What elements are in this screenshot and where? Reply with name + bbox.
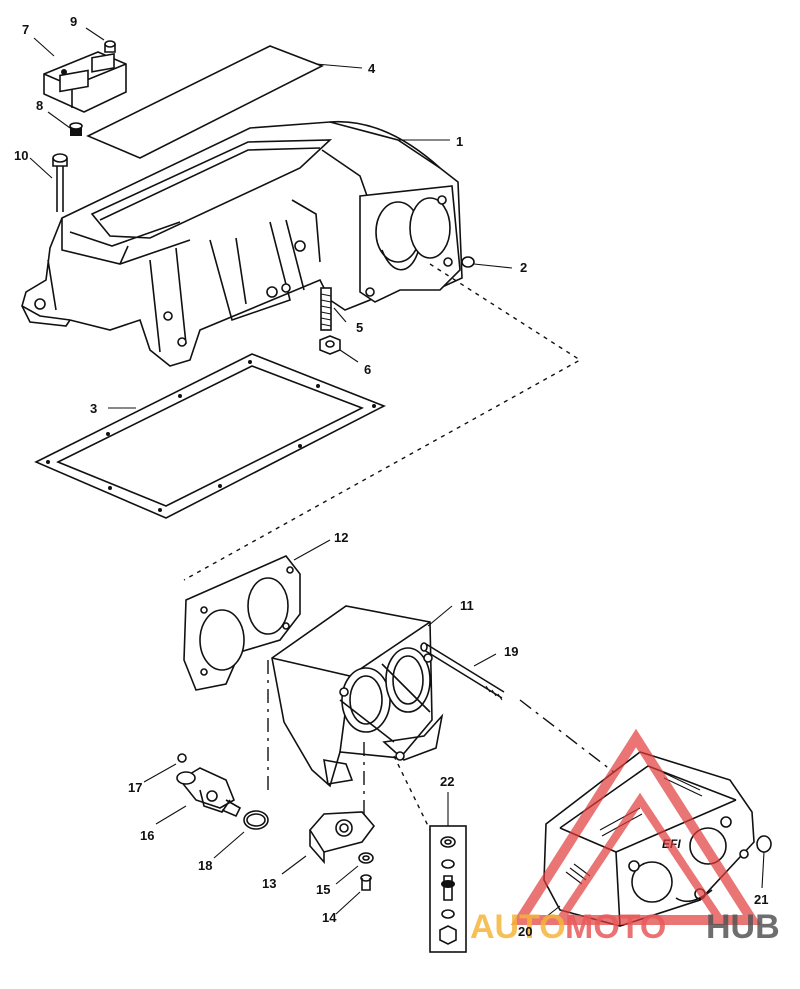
gasket-lower xyxy=(34,353,386,519)
callout-22: 22 xyxy=(440,774,454,789)
leader-13 xyxy=(281,855,307,875)
leader-21 xyxy=(761,851,765,889)
throttle-body xyxy=(271,605,444,788)
callout-2: 2 xyxy=(520,260,527,275)
callout-6: 6 xyxy=(364,362,371,377)
throttle-gasket xyxy=(183,555,301,691)
alignment-line-hardware xyxy=(393,755,433,835)
callout-21: 21 xyxy=(754,892,768,907)
leader-7 xyxy=(33,37,55,57)
map-sensor xyxy=(43,51,127,113)
leader-17 xyxy=(143,763,177,783)
stud-5 xyxy=(320,287,332,331)
leader-19 xyxy=(473,653,497,667)
callout-11: 11 xyxy=(460,598,474,613)
screw-17 xyxy=(177,753,187,763)
callout-13: 13 xyxy=(262,876,276,891)
grommet-8 xyxy=(69,122,83,136)
callout-8: 8 xyxy=(36,98,43,113)
callout-3: 3 xyxy=(90,401,97,416)
plenum-housing xyxy=(21,120,463,367)
bolt-10 xyxy=(52,153,68,212)
callout-4: 4 xyxy=(368,61,376,76)
nut-21 xyxy=(756,835,772,853)
screw-14 xyxy=(360,874,372,891)
leader-18 xyxy=(213,831,245,859)
leader-15 xyxy=(335,865,359,885)
leader-10 xyxy=(29,157,53,179)
leader-16 xyxy=(155,805,187,825)
callout-12: 12 xyxy=(334,530,348,545)
leader-8 xyxy=(47,111,71,129)
leader-4 xyxy=(315,63,363,69)
nut-6 xyxy=(319,335,341,355)
gasket-top xyxy=(86,45,324,159)
leader-12 xyxy=(293,539,331,561)
leader-9 xyxy=(85,27,105,41)
callout-10: 10 xyxy=(14,148,28,163)
watermark-triangle-icon xyxy=(510,728,762,925)
watermark-logo xyxy=(510,728,762,925)
o-ring-18 xyxy=(243,810,269,830)
callout-labels: 1 2 3 4 5 6 7 8 9 10 11 12 13 14 15 16 1… xyxy=(14,14,768,939)
leader-2 xyxy=(473,263,513,269)
leader-5 xyxy=(333,307,347,323)
callout-1: 1 xyxy=(456,134,463,149)
stud-19 xyxy=(420,642,505,701)
watermark-part-2: MOTO xyxy=(565,908,666,946)
watermark-part-3: HUB xyxy=(706,908,780,946)
callout-18: 18 xyxy=(198,858,212,873)
plug-2 xyxy=(461,256,475,268)
callout-14: 14 xyxy=(322,910,337,925)
iac-valve xyxy=(176,767,242,818)
watermark-part-1: AUTO xyxy=(470,908,566,946)
washer-15 xyxy=(358,852,374,864)
callout-16: 16 xyxy=(140,828,154,843)
watermark-text: AUTO MOTO HUB xyxy=(470,908,780,946)
leader-6 xyxy=(339,349,359,363)
leader-14 xyxy=(335,891,361,915)
callout-7: 7 xyxy=(22,22,29,37)
callout-15: 15 xyxy=(316,882,330,897)
callout-17: 17 xyxy=(128,780,142,795)
callout-5: 5 xyxy=(356,320,363,335)
screw-9 xyxy=(104,40,116,53)
leader-11 xyxy=(427,605,453,627)
callout-20: 20 xyxy=(518,924,532,939)
throttle-position-sensor xyxy=(309,811,376,865)
callout-9: 9 xyxy=(70,14,77,29)
alignment-line-plenum xyxy=(183,263,582,581)
callout-19: 19 xyxy=(504,644,518,659)
hardware-kit xyxy=(429,825,467,953)
